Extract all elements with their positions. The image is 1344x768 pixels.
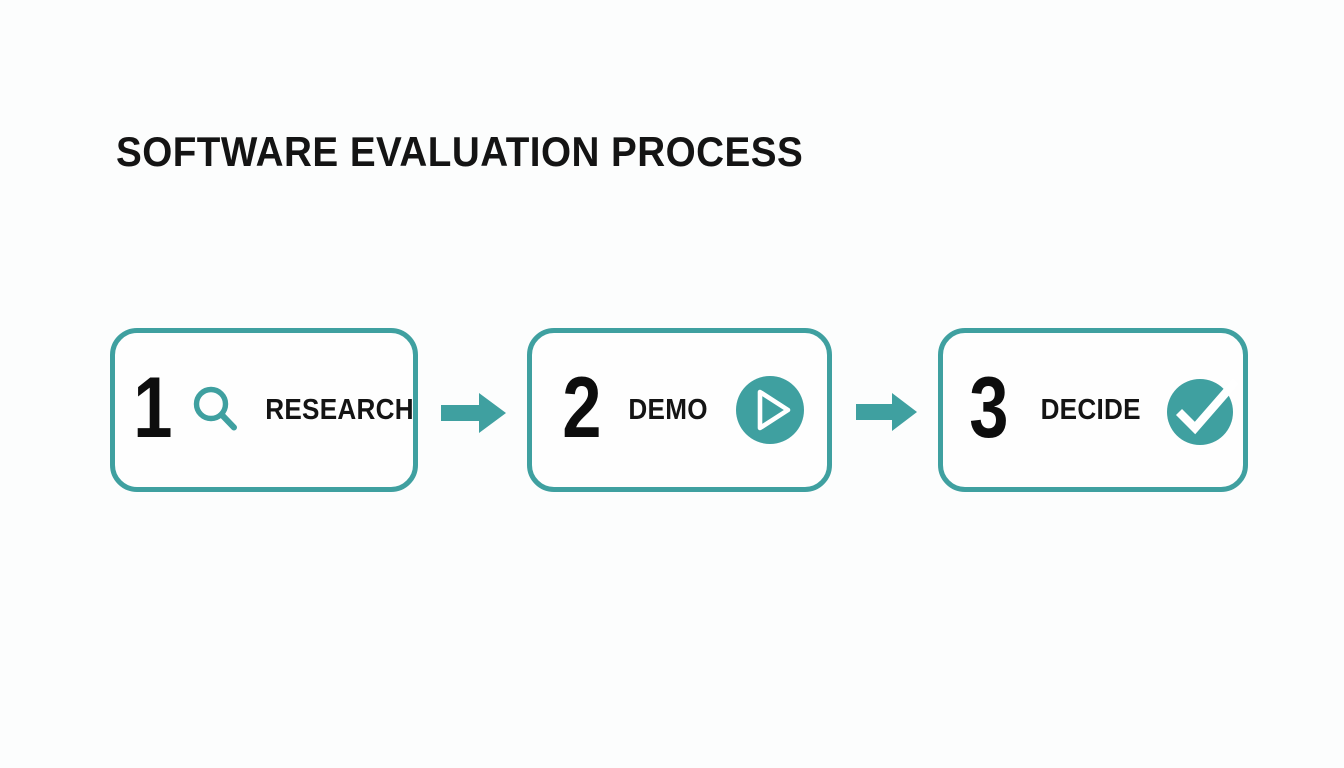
search-icon (187, 381, 245, 439)
step-label-decide: DECIDE (1040, 393, 1141, 426)
step-content: 2 DEMO (532, 333, 827, 487)
step-number-2: 2 (562, 360, 602, 456)
step-number-1: 1 (133, 360, 173, 456)
process-flow: 1 RESEARCH 2 DEMO (0, 328, 1344, 494)
check-circle-icon (1162, 369, 1244, 451)
step-label-demo: DEMO (628, 393, 708, 426)
step-content: 1 RESEARCH (115, 333, 422, 487)
step-card-research[interactable]: 1 RESEARCH (110, 328, 418, 492)
play-circle-icon (734, 374, 806, 446)
step-number-3: 3 (969, 360, 1009, 456)
step-card-demo[interactable]: 2 DEMO (527, 328, 832, 492)
arrow-right-icon (441, 392, 507, 439)
step-content: 3 DECIDE (943, 333, 1244, 487)
page-title: SOFTWARE EVALUATION PROCESS (116, 128, 804, 175)
step-card-decide[interactable]: 3 DECIDE (938, 328, 1248, 492)
step-label-research: RESEARCH (265, 393, 414, 426)
arrow-right-icon (856, 392, 918, 437)
